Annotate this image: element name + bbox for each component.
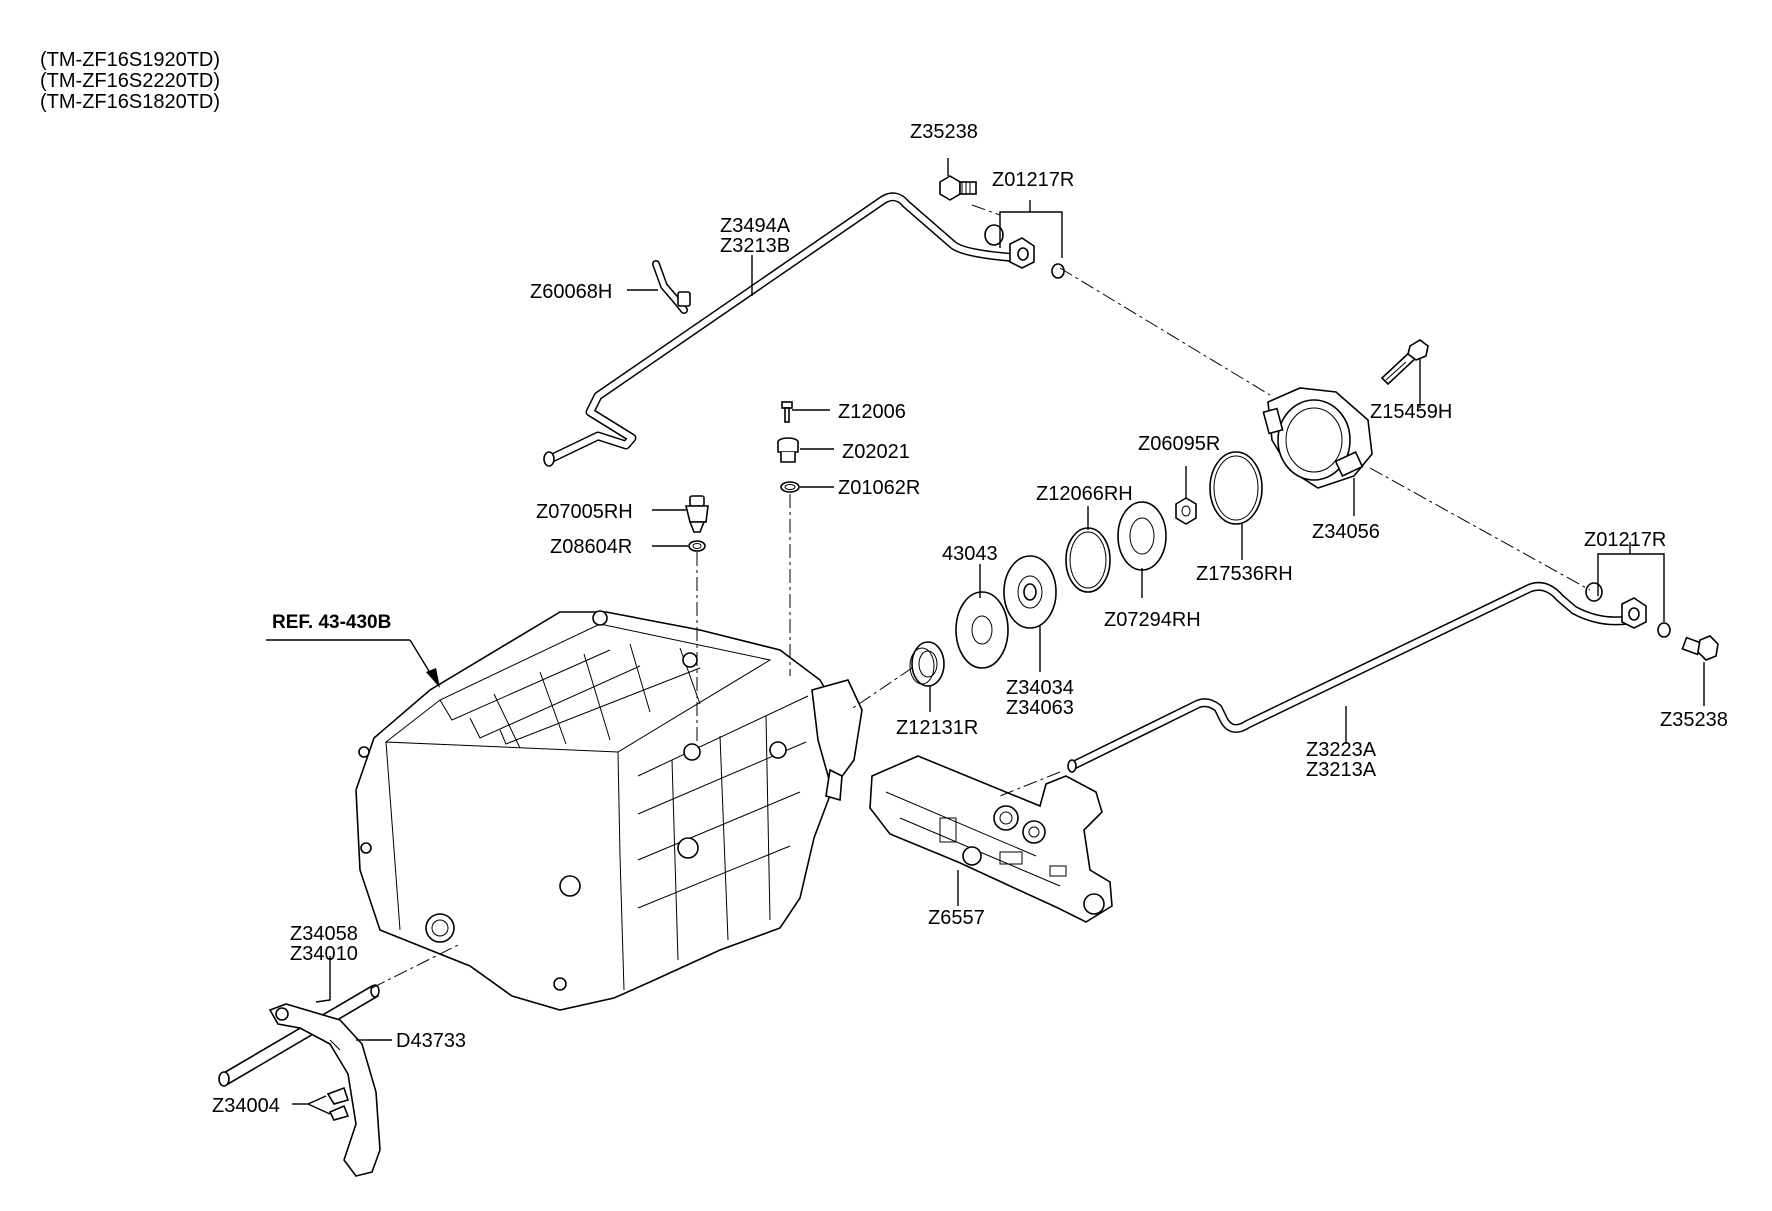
callout-z01062r: Z01062R [838,477,920,499]
callout-z3213a: Z3213A [1306,759,1377,781]
callout-z07005rh: Z07005RH [536,501,633,523]
callout-z12066rh: Z12066RH [1036,483,1133,505]
callout-z17536rh: Z17536RH [1196,563,1293,585]
reference-label: REF. 43-430B [272,612,391,633]
pipe-clamp-z60068h [652,260,691,314]
callout-z6557: Z6557 [928,907,985,929]
callout-z60068h: Z60068H [530,281,612,303]
piston-z34034 [1003,555,1057,629]
callout-z35238-right: Z35238 [1660,709,1728,731]
fork-pad-z34004 [326,1086,350,1121]
part-callouts: Z35238 Z01217R Z3494A Z3213B Z60068H Z12… [212,121,1728,1117]
nut-z06095r [1175,497,1197,525]
model-list: (TM-ZF16S1920TD) (TM-ZF16S2220TD) (TM-ZF… [40,50,220,113]
bolt-z15459h [1380,339,1429,386]
callout-z12131r: Z12131R [896,717,978,739]
callout-z02021: Z02021 [842,441,910,463]
banjo-fitting-right [1585,582,1671,638]
valve-body-z6557 [869,755,1113,923]
callout-z34058: Z34058 [290,923,358,945]
leader-lines [266,158,1705,1115]
lower-oil-pipe [1067,581,1633,773]
model-code: (TM-ZF16S1820TD) [40,91,221,113]
callout-z08604r: Z08604R [550,536,632,558]
disc-43043 [955,591,1009,669]
callout-z07294rh: Z07294RH [1104,609,1201,631]
callout-43043: 43043 [942,543,998,565]
plug-z02021 [777,437,799,463]
snap-ring-z12066rh [1065,527,1111,593]
o-ring-z17536rh [1209,451,1263,525]
callout-z34056: Z34056 [1312,521,1380,543]
callout-z06095r: Z06095R [1138,433,1220,455]
screw-z12006 [781,401,793,423]
breather-z07005rh [684,495,709,533]
callout-z34034: Z34034 [1006,677,1074,699]
washer-z08604r [688,540,706,552]
callout-z01217r-right: Z01217R [1584,529,1666,551]
upper-oil-pipe [543,192,1025,467]
callout-z35238-top: Z35238 [910,121,978,143]
callout-z3223a: Z3223A [1306,739,1377,761]
callout-z3213b: Z3213B [720,235,790,257]
model-code: (TM-ZF16S1920TD) [40,49,221,71]
banjo-fitting-top [984,224,1065,279]
callout-z34004: Z34004 [212,1095,280,1117]
callout-z12006: Z12006 [838,401,906,423]
callout-z15459h: Z15459H [1370,401,1452,423]
shift-fork-d43733 [268,1003,381,1177]
callout-z01217r-top: Z01217R [992,169,1074,191]
callout-z34010: Z34010 [290,943,358,965]
washer-z07294rh [1117,501,1167,571]
callout-z34063: Z34063 [1006,697,1074,719]
callout-z3494a: Z3494A [720,215,791,237]
banjo-bolt-top [939,175,977,201]
banjo-bolt-right [1681,635,1719,661]
model-code: (TM-ZF16S2220TD) [40,70,221,92]
assembly-centerlines [371,204,1591,989]
callout-d43733: D43733 [396,1030,466,1052]
seal-z12131r [909,641,945,687]
housing-z34056 [1262,387,1373,489]
washer-z01062r [780,481,800,493]
transmission-housing [355,610,863,1011]
